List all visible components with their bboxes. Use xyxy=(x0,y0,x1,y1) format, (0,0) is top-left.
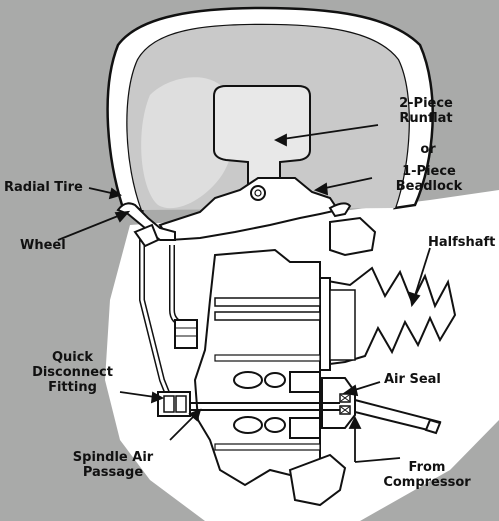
label-halfshaft: Halfshaft xyxy=(428,235,496,250)
air-seal-body xyxy=(289,371,321,393)
beadlock-line2: Beadlock xyxy=(395,179,463,194)
spindle-line1: Spindle Air xyxy=(72,450,154,465)
quick-disconnect-line1: Quick xyxy=(51,350,94,365)
beadlock-line1: 1-Piece xyxy=(402,164,456,179)
quick-disconnect-line2: Disconnect xyxy=(32,365,113,380)
wheel-rim xyxy=(116,202,176,241)
beadlock xyxy=(158,177,340,242)
label-or: or xyxy=(420,142,436,157)
label-air-seal: Air Seal xyxy=(384,372,441,387)
label-radial-tire: Radial Tire xyxy=(4,180,83,195)
spindle-line2: Passage xyxy=(82,465,144,480)
runflat-line1: 2-Piece xyxy=(399,96,453,111)
compressor-line1: From xyxy=(408,460,446,475)
label-runflat: 2-Piece Runflat xyxy=(376,96,476,126)
label-beadlock: 1-Piece Beadlock xyxy=(374,164,484,194)
steering-knuckle xyxy=(193,248,321,487)
label-from-compressor: From Compressor xyxy=(372,460,482,490)
leader-lines xyxy=(57,124,431,463)
label-quick-disconnect: Quick Disconnect Fitting xyxy=(20,350,125,395)
runflat-line2: Runflat xyxy=(399,111,453,126)
runflat-insert xyxy=(213,85,311,201)
label-spindle-air-passage: Spindle Air Passage xyxy=(48,450,178,480)
compressor-line2: Compressor xyxy=(383,475,471,490)
quick-disconnect-line3: Fitting xyxy=(48,380,97,395)
label-wheel: Wheel xyxy=(20,238,66,253)
tire-bulge xyxy=(141,77,236,209)
